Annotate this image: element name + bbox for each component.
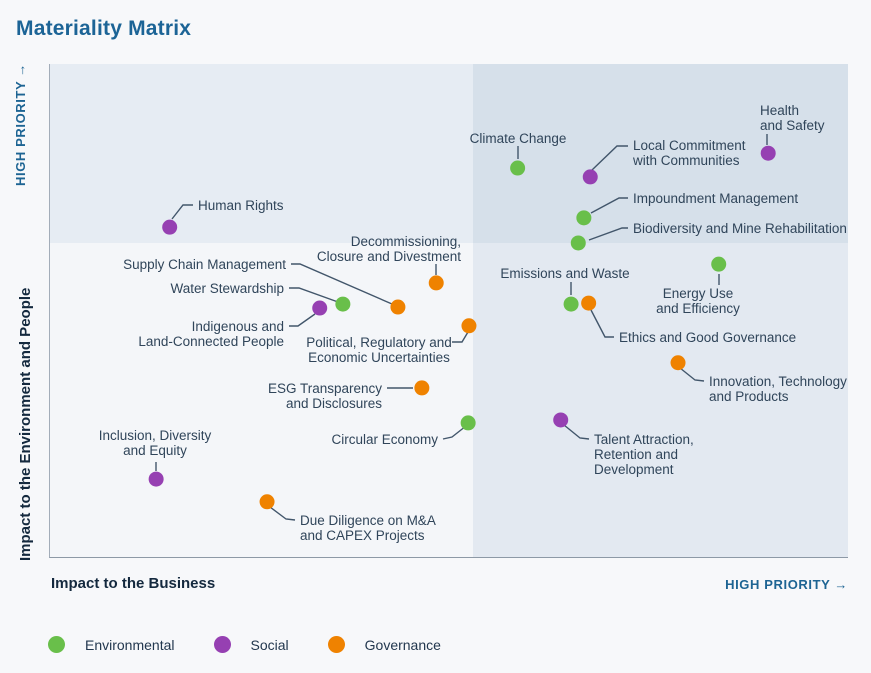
quadrant-bottom-right — [472, 242, 848, 557]
data-point-environmental — [335, 296, 351, 312]
data-point-social — [312, 300, 328, 316]
data-point-social — [582, 169, 598, 185]
leader-line — [289, 287, 339, 303]
data-point-environmental — [576, 210, 592, 226]
leader-line — [171, 204, 193, 220]
legend: Environmental Social Governance — [48, 636, 441, 653]
leader-line — [269, 506, 296, 521]
data-point-social — [760, 145, 776, 161]
data-point-environmental — [563, 296, 579, 312]
data-point-governance — [390, 299, 406, 315]
data-point-environmental — [510, 160, 526, 176]
data-point-environmental — [460, 415, 476, 431]
data-point-social — [148, 471, 164, 487]
data-point-environmental — [570, 235, 586, 251]
legend-label-social: Social — [250, 636, 289, 653]
data-point-governance — [414, 380, 430, 396]
data-point-social — [162, 219, 178, 235]
leader-line — [591, 145, 628, 171]
legend-item-social: Social — [213, 636, 289, 653]
governance-dot-icon — [327, 636, 345, 653]
leader-line — [442, 425, 467, 440]
legend-item-governance: Governance — [327, 636, 441, 653]
data-point-governance — [428, 275, 444, 291]
legend-item-environmental: Environmental — [48, 636, 175, 653]
data-point-governance — [581, 295, 597, 311]
leader-line — [679, 367, 705, 382]
social-dot-icon — [213, 636, 231, 653]
leader-line — [452, 331, 469, 343]
environmental-dot-icon — [48, 636, 65, 653]
scatter-canvas — [148, 134, 776, 521]
legend-label-governance: Governance — [364, 636, 441, 653]
data-point-governance — [259, 494, 275, 510]
data-point-governance — [461, 318, 477, 334]
leader-line — [590, 309, 614, 338]
x-axis-high-priority-label: HIGH PRIORITY → — [725, 577, 848, 592]
page-title: Materiality Matrix — [16, 17, 192, 40]
y-axis-label: Impact to the Environment and People — [17, 287, 34, 561]
data-point-environmental — [711, 256, 727, 272]
leader-line — [291, 263, 393, 305]
x-axis-label: Impact to the Business — [51, 575, 216, 592]
quadrant-top-right — [472, 64, 848, 243]
leader-line — [563, 424, 590, 440]
data-point-social — [553, 412, 569, 428]
leader-line — [289, 313, 316, 327]
leader-line — [590, 197, 628, 214]
quadrant-top-left — [50, 64, 473, 243]
y-axis-high-priority-label: HIGH PRIORITY → — [13, 63, 28, 186]
leader-line — [588, 227, 628, 241]
data-point-governance — [670, 355, 686, 371]
legend-label-environmental: Environmental — [85, 636, 175, 653]
